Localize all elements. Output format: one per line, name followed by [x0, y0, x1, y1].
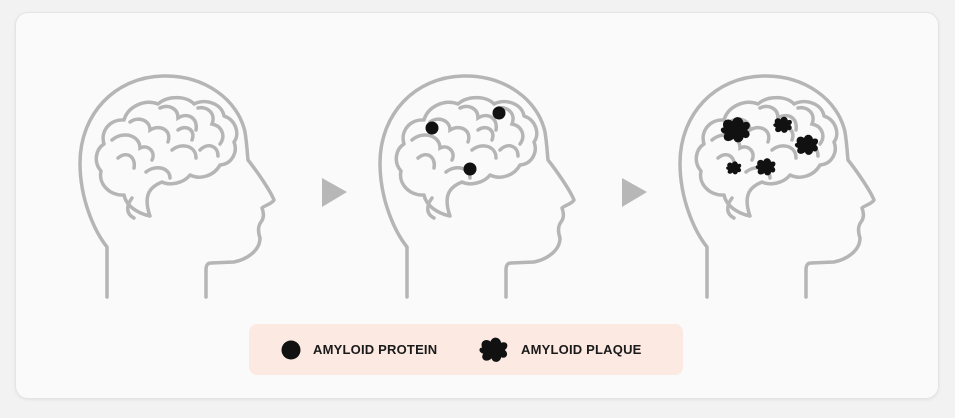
arrow-right-icon [322, 178, 347, 207]
legend-item-protein: AMYLOID PROTEIN [281, 324, 437, 375]
head-stage-protein [378, 74, 576, 299]
amyloid-protein-dot [492, 106, 506, 120]
amyloid-protein-dot [425, 121, 439, 135]
amyloid-protein-dot [463, 162, 477, 176]
amyloid-plaque-blob [794, 134, 819, 155]
arrow-right-icon [622, 178, 647, 207]
plaque-blob-icon [479, 337, 508, 362]
head-stage-healthy [78, 74, 276, 299]
amyloid-plaque-blob [755, 158, 776, 176]
legend-label-plaque: AMYLOID PLAQUE [521, 342, 642, 357]
head-stage-plaque [678, 74, 876, 299]
legend-item-plaque: AMYLOID PLAQUE [479, 324, 642, 375]
amyloid-plaque-blob [726, 161, 742, 175]
legend-label-protein: AMYLOID PROTEIN [313, 342, 438, 357]
filled-circle-icon [281, 340, 301, 359]
legend: AMYLOID PROTEIN AMYLOID PLAQUE [249, 324, 683, 375]
